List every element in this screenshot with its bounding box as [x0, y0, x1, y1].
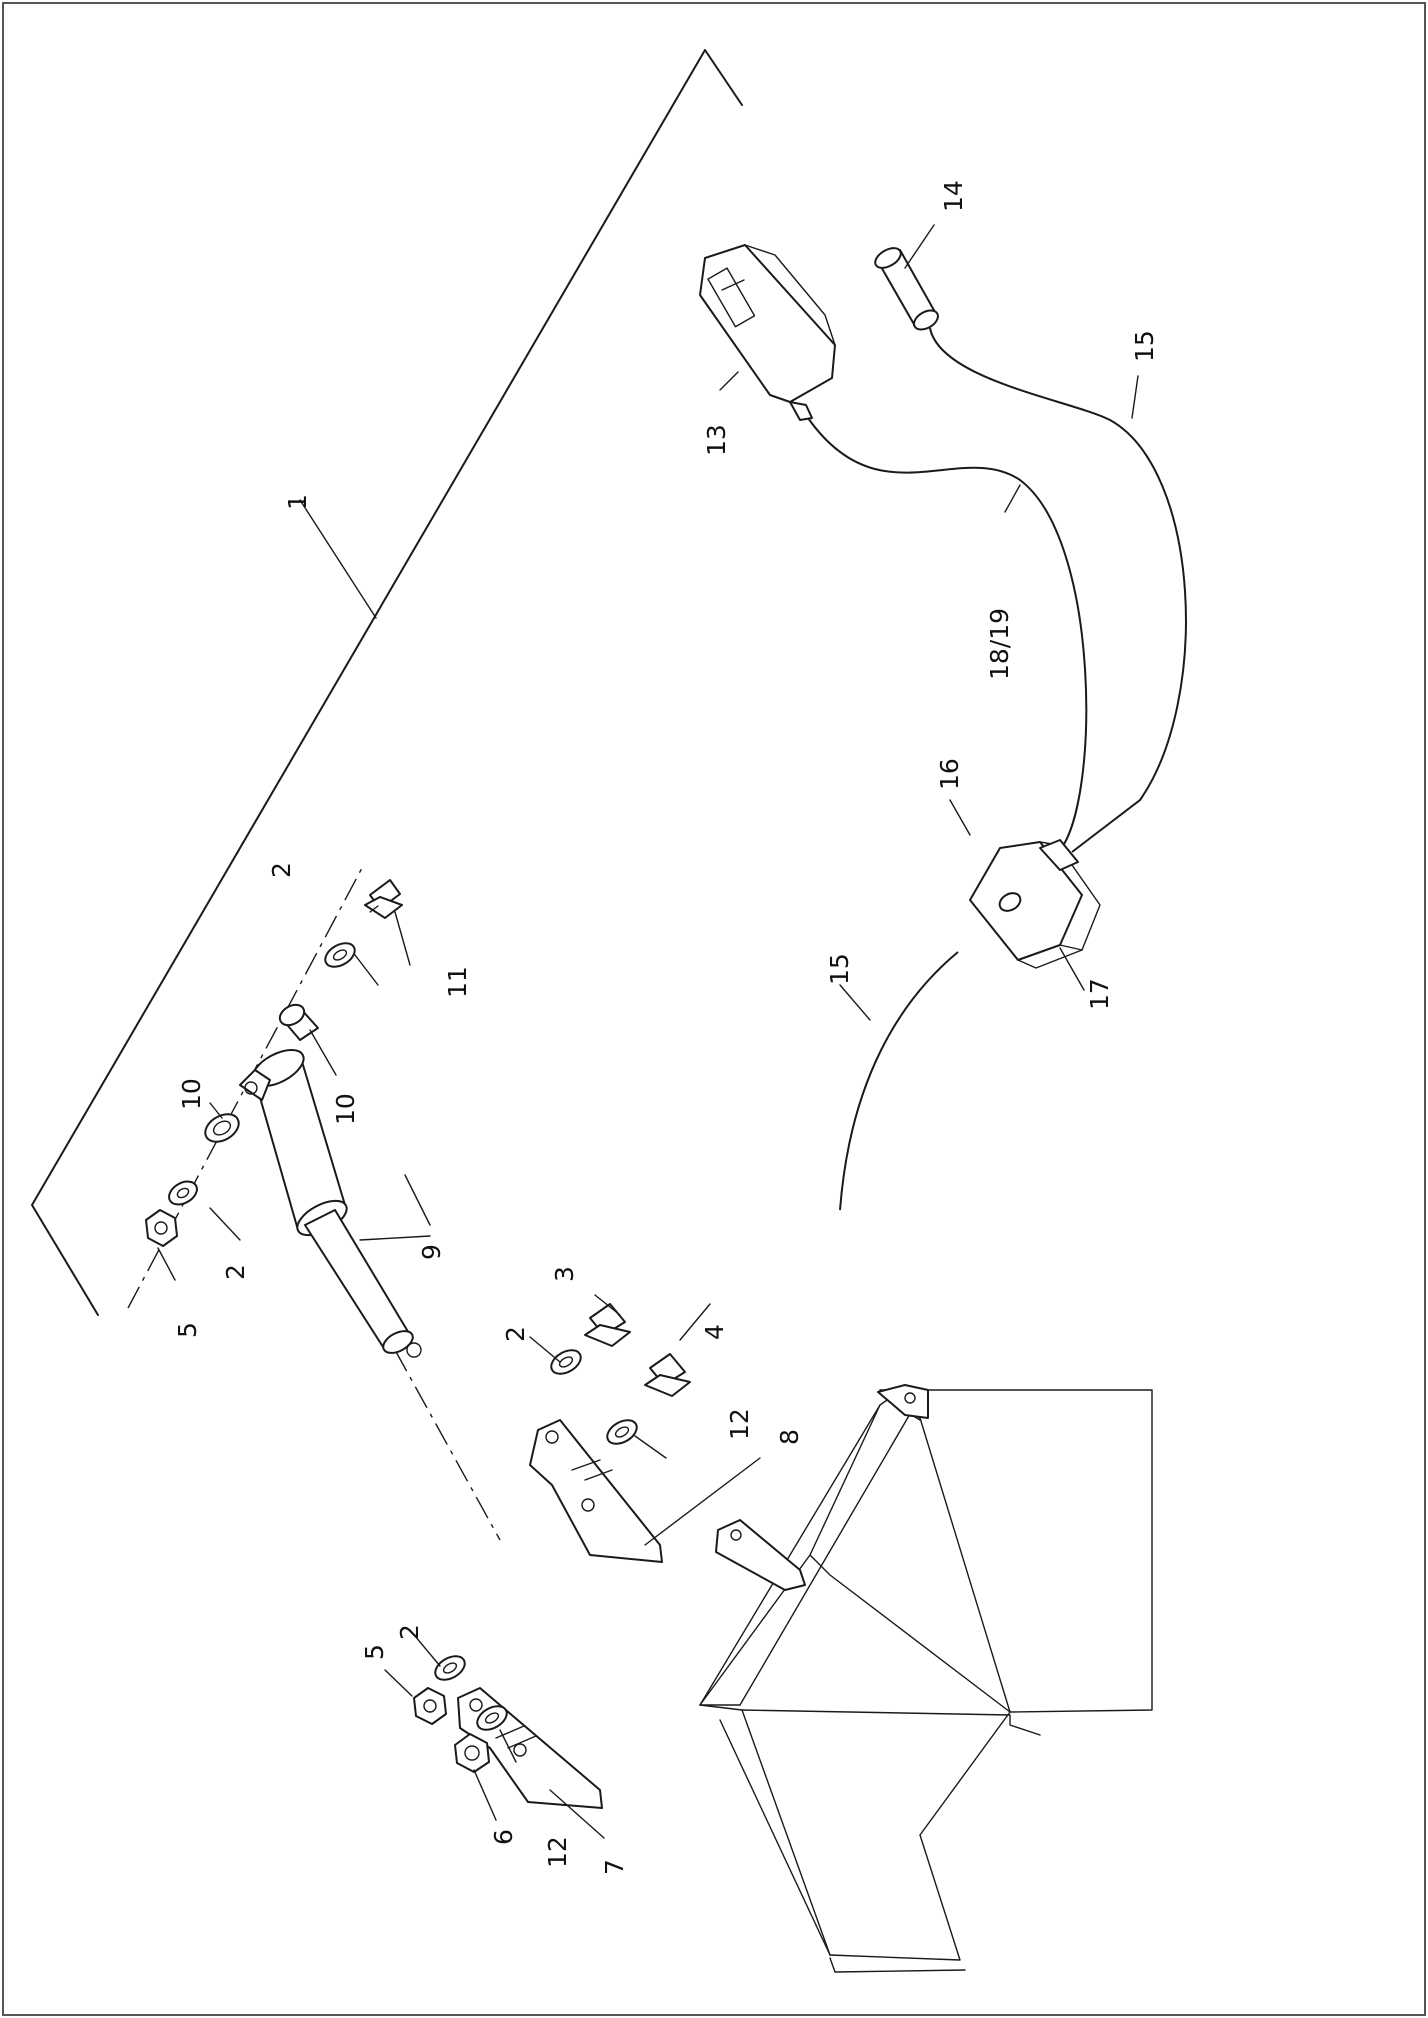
control-box-part-16-17	[969, 839, 1101, 969]
leader-lines	[157, 224, 1139, 1839]
callout-5-lower: 5	[360, 1644, 389, 1660]
callout-12-left: 12	[543, 1836, 572, 1868]
washer-part-12-left	[476, 1705, 508, 1731]
bolt-part-11	[364, 879, 403, 919]
callout-7: 7	[600, 1859, 629, 1875]
callout-2-lower: 2	[395, 1624, 424, 1640]
frame-rail-part-1	[31, 49, 743, 1316]
callout-16: 16	[935, 758, 964, 790]
callout-1: 1	[283, 494, 312, 510]
callout-2-upper-left: 2	[221, 1264, 250, 1280]
bushing-part-10-right	[278, 1003, 319, 1041]
callout-3: 3	[550, 1266, 579, 1282]
callout-17: 17	[1085, 978, 1114, 1010]
callout-9: 9	[417, 1244, 446, 1260]
washer-part-2-upper-right	[324, 942, 356, 968]
callout-6: 6	[489, 1829, 518, 1845]
callout-13: 13	[702, 424, 731, 456]
callout-2-upper-right: 2	[267, 862, 296, 878]
callout-10-right: 10	[331, 1093, 360, 1125]
nut-part-5-upper	[145, 1209, 178, 1247]
callout-5-upper: 5	[173, 1322, 202, 1338]
plug-part-14	[874, 247, 939, 331]
bushing-part-10-left	[204, 1113, 240, 1143]
callout-11: 11	[443, 966, 472, 998]
bracket-part-8	[529, 1419, 663, 1563]
callout-2-mid: 2	[501, 1326, 530, 1342]
callout-10-left: 10	[177, 1078, 206, 1110]
callout-12-right: 12	[725, 1408, 754, 1440]
cable-18-19	[807, 417, 1088, 863]
nut-part-5-lower	[413, 1687, 447, 1725]
mount-axis	[394, 1349, 501, 1541]
actuator-part-9	[239, 1048, 422, 1358]
callout-15-lower: 15	[825, 953, 854, 985]
callouts: 1 2 2 2 2 3 4 5 5 6 7 8 9 10 10 11 12 12…	[173, 180, 1159, 1875]
hand-control-part-13	[699, 244, 836, 421]
callout-14: 14	[939, 180, 968, 212]
cable-15-lower	[839, 951, 959, 1211]
callout-4: 4	[700, 1324, 729, 1340]
washer-part-2-lower	[434, 1655, 466, 1681]
cable-15-upper	[929, 327, 1187, 853]
bolt-part-4	[644, 1353, 691, 1397]
callout-8: 8	[775, 1429, 804, 1445]
bolt-part-3	[584, 1303, 631, 1347]
washer-part-2-mid	[550, 1349, 582, 1375]
nut-part-6	[454, 1733, 490, 1773]
callout-15-upper: 15	[1130, 330, 1159, 362]
washer-part-12-right	[606, 1419, 638, 1445]
housing-assembly	[699, 1384, 1153, 1973]
callout-18-19: 18/19	[985, 608, 1014, 680]
washer-part-2-upper-left	[168, 1180, 198, 1206]
